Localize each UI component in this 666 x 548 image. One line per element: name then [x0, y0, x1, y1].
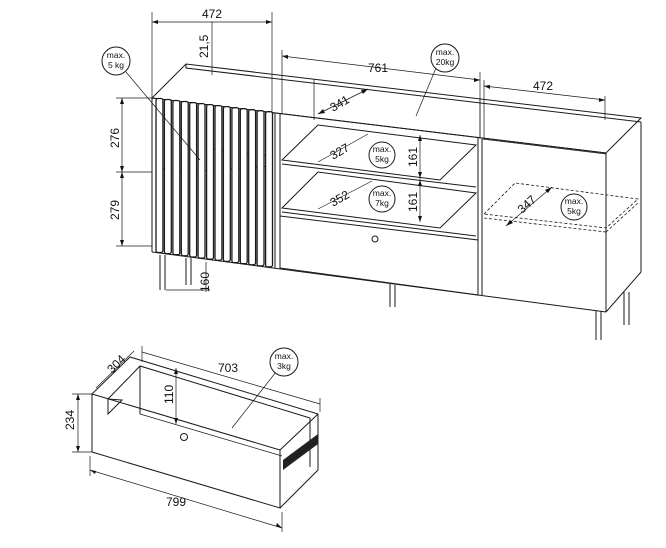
load-middle-upper-line2: 5kg	[375, 154, 389, 164]
door-slat	[155, 97, 164, 254]
door-slat	[214, 104, 223, 261]
load-drawer-line1: max.	[275, 351, 293, 361]
dim-drawer-inner-height: 110	[162, 385, 176, 404]
load-drawer-line2: 3kg	[277, 361, 291, 371]
load-top-line2: 20kg	[436, 57, 455, 67]
load-label-right	[560, 193, 588, 221]
dim-lower-clear-height: 161	[406, 192, 420, 212]
door-slat	[222, 105, 231, 263]
load-right-line1: max.	[565, 196, 583, 206]
dim-lower-height: 279	[108, 200, 122, 220]
dim-leg-height: 160	[198, 272, 212, 292]
door-slat	[239, 108, 248, 265]
middle-lower-shelf	[280, 171, 478, 229]
door-slat	[231, 107, 240, 264]
load-label-left	[101, 46, 131, 76]
door-slat	[264, 111, 274, 268]
load-middle-lower-line1: max.	[373, 188, 391, 198]
dim-drawer-depth: 304	[104, 352, 128, 376]
dim-drawer-front-height: 234	[63, 410, 77, 430]
load-labels: max. 5 kg max. 20kg max. 5kg max. 7kg ma…	[101, 43, 588, 221]
door-slat	[256, 110, 265, 267]
dim-drawer-front-width: 799	[166, 495, 186, 509]
load-left-line2: 5 kg	[108, 60, 124, 70]
drawer-knob-icon	[371, 235, 379, 243]
middle-drawer-front	[279, 215, 479, 296]
load-label-middle-lower	[368, 185, 396, 213]
door-slat	[163, 98, 172, 255]
drawer-runner	[283, 434, 318, 470]
dim-top-middle-width: 761	[368, 61, 388, 75]
dim-top-thickness: 21,5	[197, 34, 211, 58]
cabinet-legs	[159, 255, 630, 340]
door-slat	[248, 109, 257, 266]
dim-shelf-depth-top: 341	[328, 92, 353, 114]
middle-upper-shelf	[280, 124, 478, 181]
dim-top-right-width: 472	[533, 79, 553, 93]
sideboard-cabinet	[150, 63, 643, 340]
door-slat	[189, 101, 198, 258]
right-hidden-shelf	[483, 182, 639, 229]
load-right-line2: 5kg	[567, 206, 581, 216]
door-slat	[205, 103, 215, 260]
drawer-detail: 304 703 110 234 799 max. 3kg	[63, 346, 321, 532]
load-label-middle-upper	[368, 141, 396, 169]
door-slat	[197, 102, 206, 259]
dim-drawer-inner-width: 703	[218, 361, 238, 375]
load-label-top	[430, 43, 460, 73]
load-label-drawer	[269, 347, 299, 377]
drawer-front-panel	[91, 393, 281, 509]
dim-upper-clear-height: 161	[406, 147, 420, 167]
load-top-line1: max.	[436, 47, 454, 57]
dim-upper-height: 276	[108, 128, 122, 148]
door-slat	[172, 99, 181, 256]
dim-shelf-depth-lower: 352	[328, 187, 353, 209]
door-slat	[180, 100, 189, 257]
load-middle-lower-line2: 7kg	[375, 198, 389, 208]
fluted-door	[155, 97, 274, 268]
drawer-front-knob-icon	[180, 433, 188, 441]
load-left-line1: max.	[107, 50, 125, 60]
dim-shelf-depth-upper: 327	[328, 140, 353, 162]
load-middle-upper-line1: max.	[373, 144, 391, 154]
dim-top-left-width: 472	[202, 7, 222, 21]
dim-right-shelf-depth: 347	[515, 192, 539, 216]
